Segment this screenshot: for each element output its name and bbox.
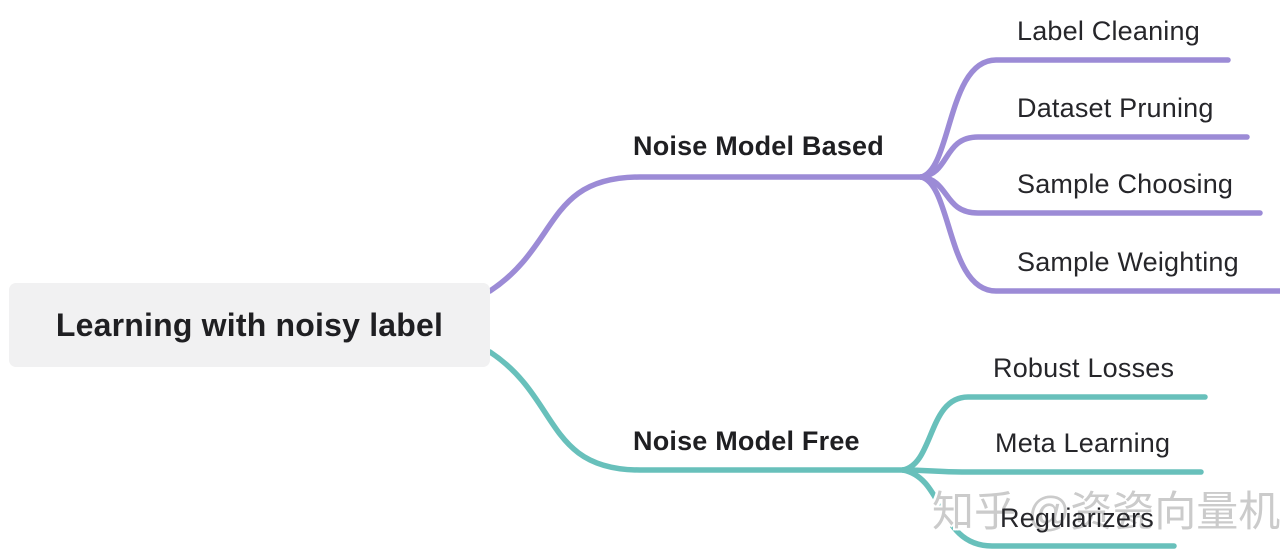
child-line-reguiarizers	[900, 467, 1177, 549]
child-line-dataset-pruning	[918, 134, 1250, 180]
child-node-dataset-pruning: Dataset Pruning	[1017, 93, 1214, 123]
branch-line-noise-model-based	[487, 174, 924, 294]
child-line-meta-learning	[900, 467, 1204, 475]
child-line-robust-losses	[900, 394, 1208, 473]
root-node-label: Learning with noisy label	[55, 306, 444, 343]
branch-node-noise-model-based: Noise Model Based	[633, 131, 884, 161]
child-node-robust-losses: Robust Losses	[993, 353, 1175, 383]
child-node-meta-learning: Meta Learning	[995, 428, 1171, 458]
branch-line-noise-model-free	[487, 349, 906, 473]
child-node-reguiarizers: Reguiarizers	[1000, 503, 1154, 533]
child-node-sample-weighting: Sample Weighting	[1017, 247, 1239, 277]
child-line-label-cleaning	[918, 57, 1231, 180]
child-line-sample-weighting	[918, 174, 1280, 294]
zhihu-watermark: 知乎 @资瓷向量机	[932, 488, 1280, 535]
root-node-learning-with-noisy-label: Learning with noisy label	[9, 283, 490, 367]
branch-node-noise-model-free: Noise Model Free	[633, 426, 860, 456]
child-node-sample-choosing: Sample Choosing	[1017, 169, 1234, 199]
child-node-label-cleaning: Label Cleaning	[1017, 16, 1200, 46]
